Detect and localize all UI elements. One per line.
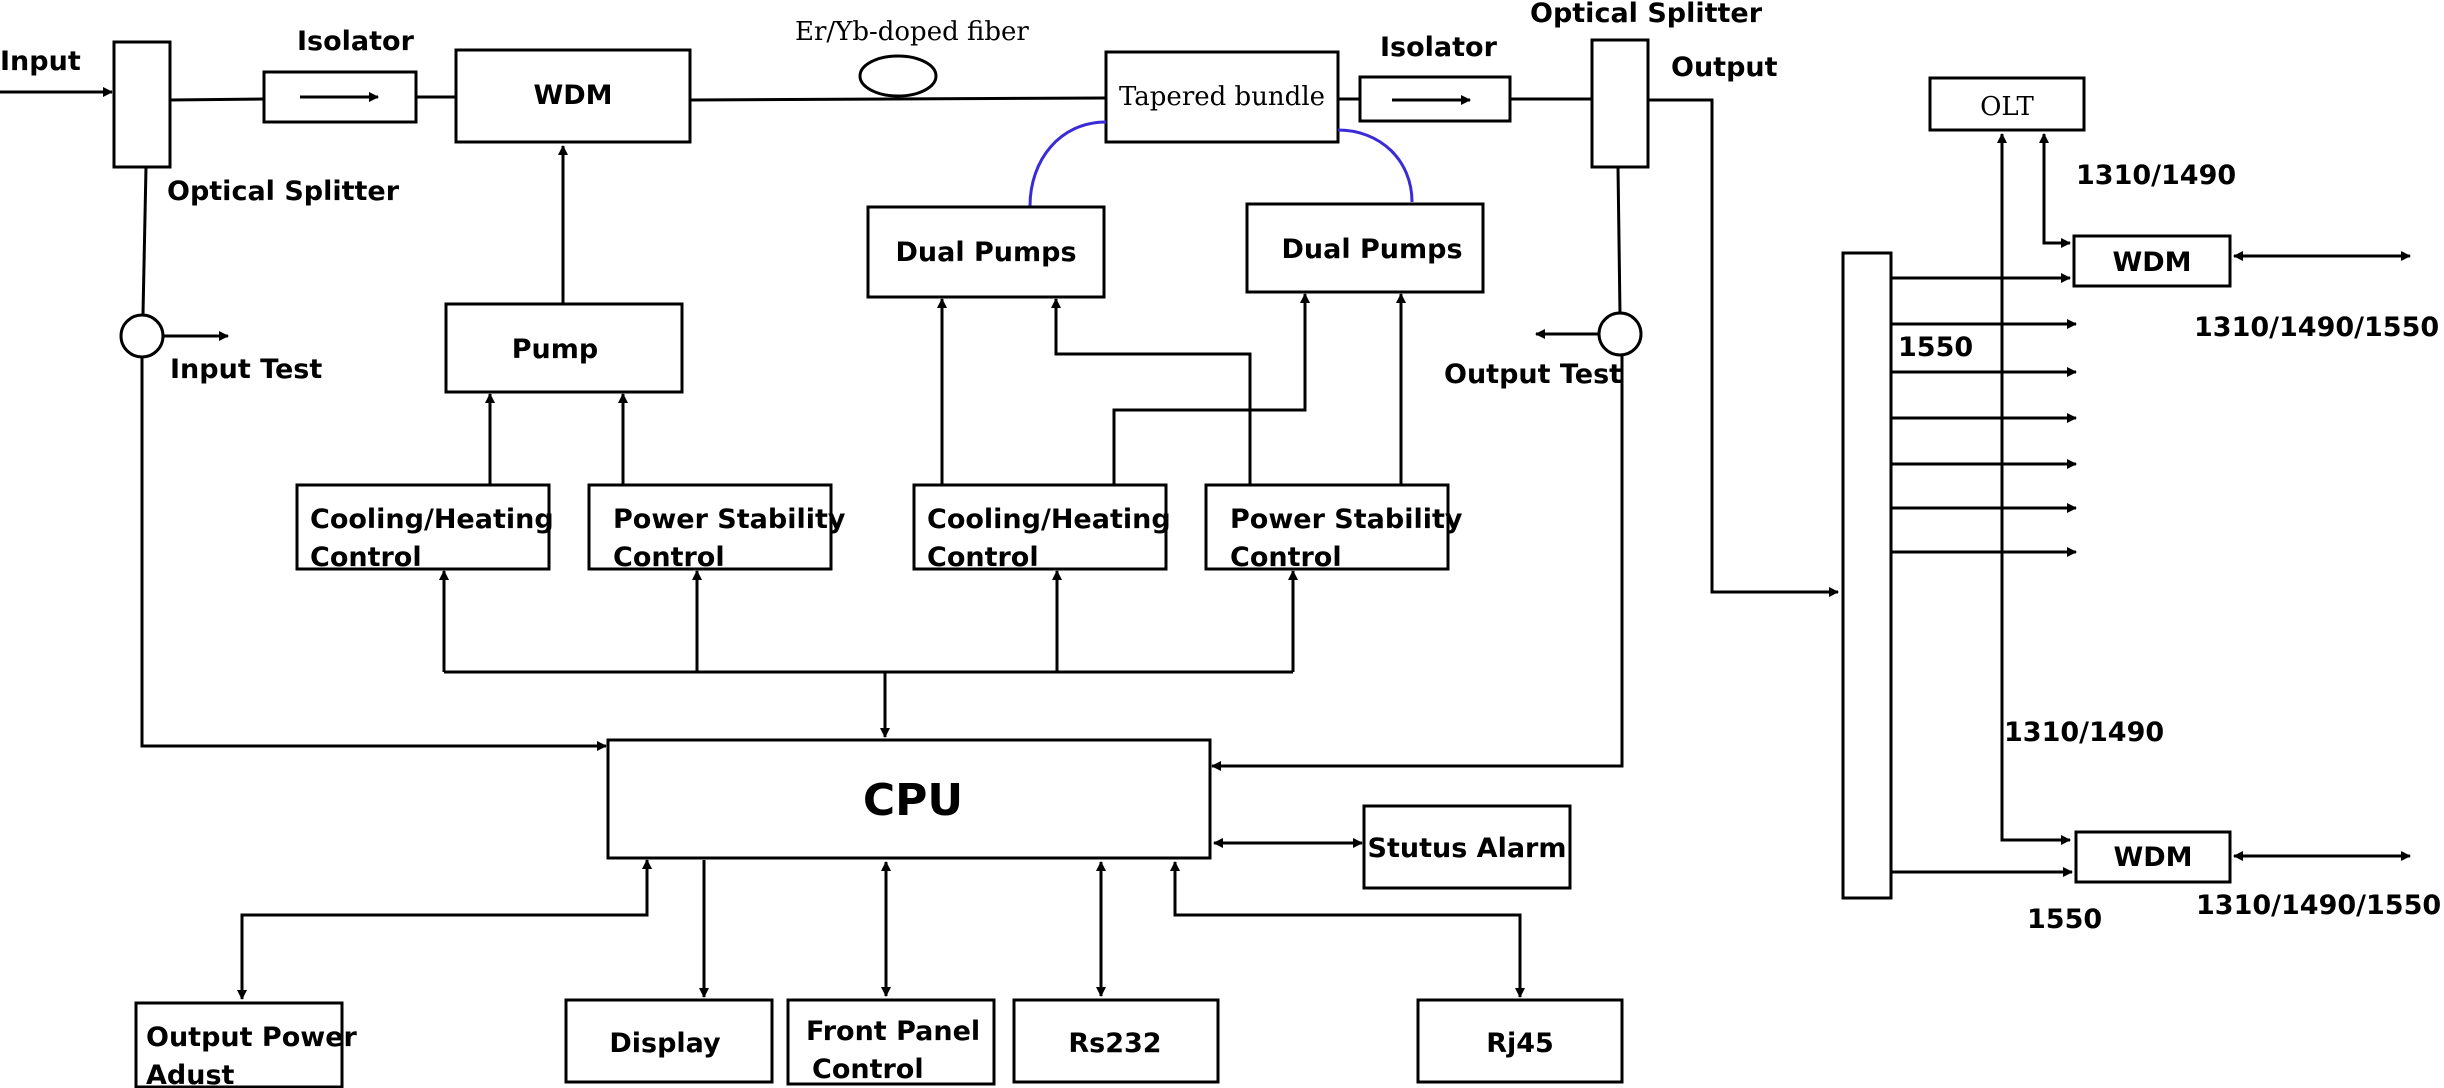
tapered-bundle xyxy=(1104,50,1340,144)
wdm-main xyxy=(454,48,692,144)
w-1550-top-label: 1550 xyxy=(1898,332,1973,363)
optical-chain: Input Optical Splitter Isolator WDM Er/Y… xyxy=(0,0,1839,597)
olt-box xyxy=(1928,76,2086,132)
output-optical-splitter xyxy=(1590,38,1650,169)
fiber-coil-icon xyxy=(858,54,938,98)
rs232-label: Rs232 xyxy=(1068,1028,1161,1059)
distribution-splitter xyxy=(1841,251,1893,900)
wdm-main-label: WDM xyxy=(533,80,612,111)
cpu-box xyxy=(606,738,1212,860)
cooling-heating-control-1 xyxy=(295,483,551,571)
power-1-line1: Power Stability xyxy=(613,504,846,535)
isolator-2 xyxy=(1358,75,1512,123)
input-label: Input xyxy=(0,46,81,77)
output-power-adjust-box xyxy=(134,1001,344,1088)
cpu-label: CPU xyxy=(863,775,963,826)
front-panel-line1: Front Panel xyxy=(806,1016,980,1047)
dual-pumps-1 xyxy=(866,205,1106,299)
fiber-label: Er/Yb-doped fiber xyxy=(795,17,1029,47)
wdm-top-label: WDM xyxy=(2112,247,2191,278)
dual-pumps-2-label: Dual Pumps xyxy=(1281,234,1462,265)
power-2-line2: Control xyxy=(1230,542,1342,573)
rj45-box xyxy=(1416,998,1624,1084)
w-1310-1490-top-label: 1310/1490 xyxy=(2076,160,2236,191)
display-label: Display xyxy=(609,1028,721,1059)
front-panel-control-box xyxy=(786,998,996,1086)
test-taps: Input Test Output Test xyxy=(119,166,1643,771)
olt-label: OLT xyxy=(1980,92,2034,122)
w-1310-1490-mid-label: 1310/1490 xyxy=(2004,717,2164,748)
input-optical-splitter-label: Optical Splitter xyxy=(167,176,400,207)
pump-label: Pump xyxy=(512,334,598,365)
power-stability-control-2 xyxy=(1204,483,1450,571)
input-test-tap-icon xyxy=(119,313,165,359)
output-test-label: Output Test xyxy=(1444,359,1622,390)
output-optical-splitter-label: Optical Splitter xyxy=(1530,0,1763,29)
status-alarm-label: Stutus Alarm xyxy=(1368,833,1567,864)
power-stability-control-1 xyxy=(587,483,833,571)
power-2-line1: Power Stability xyxy=(1230,504,1463,535)
distribution-section: 1550 OLT WDM 1310/1490 1310/1490/1550 13… xyxy=(1841,76,2441,935)
input-test-label: Input Test xyxy=(170,354,322,385)
wdm-top xyxy=(2072,234,2232,288)
w-1310-1490-1550-top-label: 1310/1490/1550 xyxy=(2194,312,2439,343)
output-power-line1: Output Power xyxy=(146,1022,358,1053)
pump-section: Pump Dual Pumps Dual Pumps Cooling/Heati… xyxy=(295,145,1485,738)
tapered-bundle-label: Tapered bundle xyxy=(1119,82,1325,112)
dual-pumps-2 xyxy=(1245,202,1485,294)
w-1550-bottom-label: 1550 xyxy=(2027,904,2102,935)
pump-box xyxy=(444,302,684,394)
input-optical-splitter xyxy=(112,40,172,169)
cooling-1-line1: Cooling/Heating xyxy=(310,504,554,535)
cooling-2-line2: Control xyxy=(927,542,1039,573)
isolator-2-label: Isolator xyxy=(1380,32,1498,63)
pump-coupling-1 xyxy=(1028,120,1107,207)
cooling-1-line2: Control xyxy=(310,542,422,573)
dual-pumps-1-label: Dual Pumps xyxy=(895,237,1076,268)
cpu-section: CPU Stutus Alarm Output Power Adust Disp… xyxy=(134,738,1624,1088)
output-label: Output xyxy=(1671,52,1778,83)
wdm-bottom-label: WDM xyxy=(2113,842,2192,873)
output-power-line2: Adust xyxy=(146,1060,235,1088)
pump-coupling-2 xyxy=(1337,128,1414,203)
rj45-label: Rj45 xyxy=(1486,1028,1554,1059)
front-panel-line2: Control xyxy=(812,1054,924,1085)
wdm-bottom xyxy=(2074,830,2232,884)
output-test-tap-icon xyxy=(1597,311,1643,357)
rs232-box xyxy=(1012,998,1220,1084)
w-1310-1490-1550-bottom-label: 1310/1490/1550 xyxy=(2196,890,2441,921)
power-1-line2: Control xyxy=(613,542,725,573)
cooling-2-line1: Cooling/Heating xyxy=(927,504,1171,535)
isolator-1-label: Isolator xyxy=(297,26,415,57)
cooling-heating-control-2 xyxy=(912,483,1168,571)
display-box xyxy=(564,998,774,1084)
